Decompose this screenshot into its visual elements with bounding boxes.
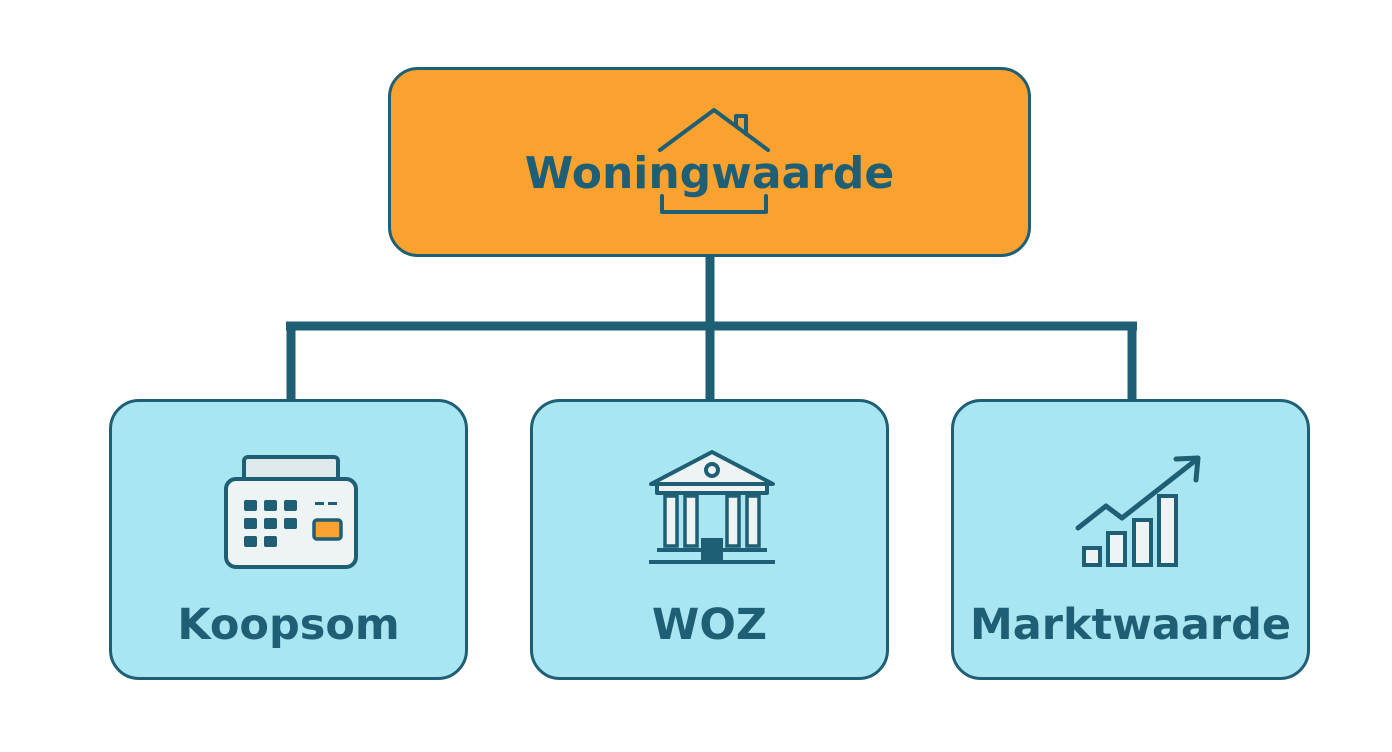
child-label-koopsom: Koopsom xyxy=(177,600,400,650)
child-node-koopsom: Koopsom xyxy=(109,399,468,680)
child-label-marktwaarde: Marktwaarde xyxy=(969,600,1292,650)
child-label-woz: WOZ xyxy=(651,600,768,650)
child-node-marktwaarde: Marktwaarde xyxy=(951,399,1310,680)
growth-chart-icon xyxy=(1075,455,1201,567)
house-icon xyxy=(658,108,770,152)
root-title: Woningwaarde xyxy=(524,148,895,199)
root-node-woningwaarde: Woningwaarde xyxy=(388,67,1031,257)
child-node-woz: WOZ xyxy=(530,399,889,680)
house-base-icon xyxy=(660,194,768,214)
government-building-icon xyxy=(649,450,775,564)
cash-register-icon xyxy=(224,455,358,569)
